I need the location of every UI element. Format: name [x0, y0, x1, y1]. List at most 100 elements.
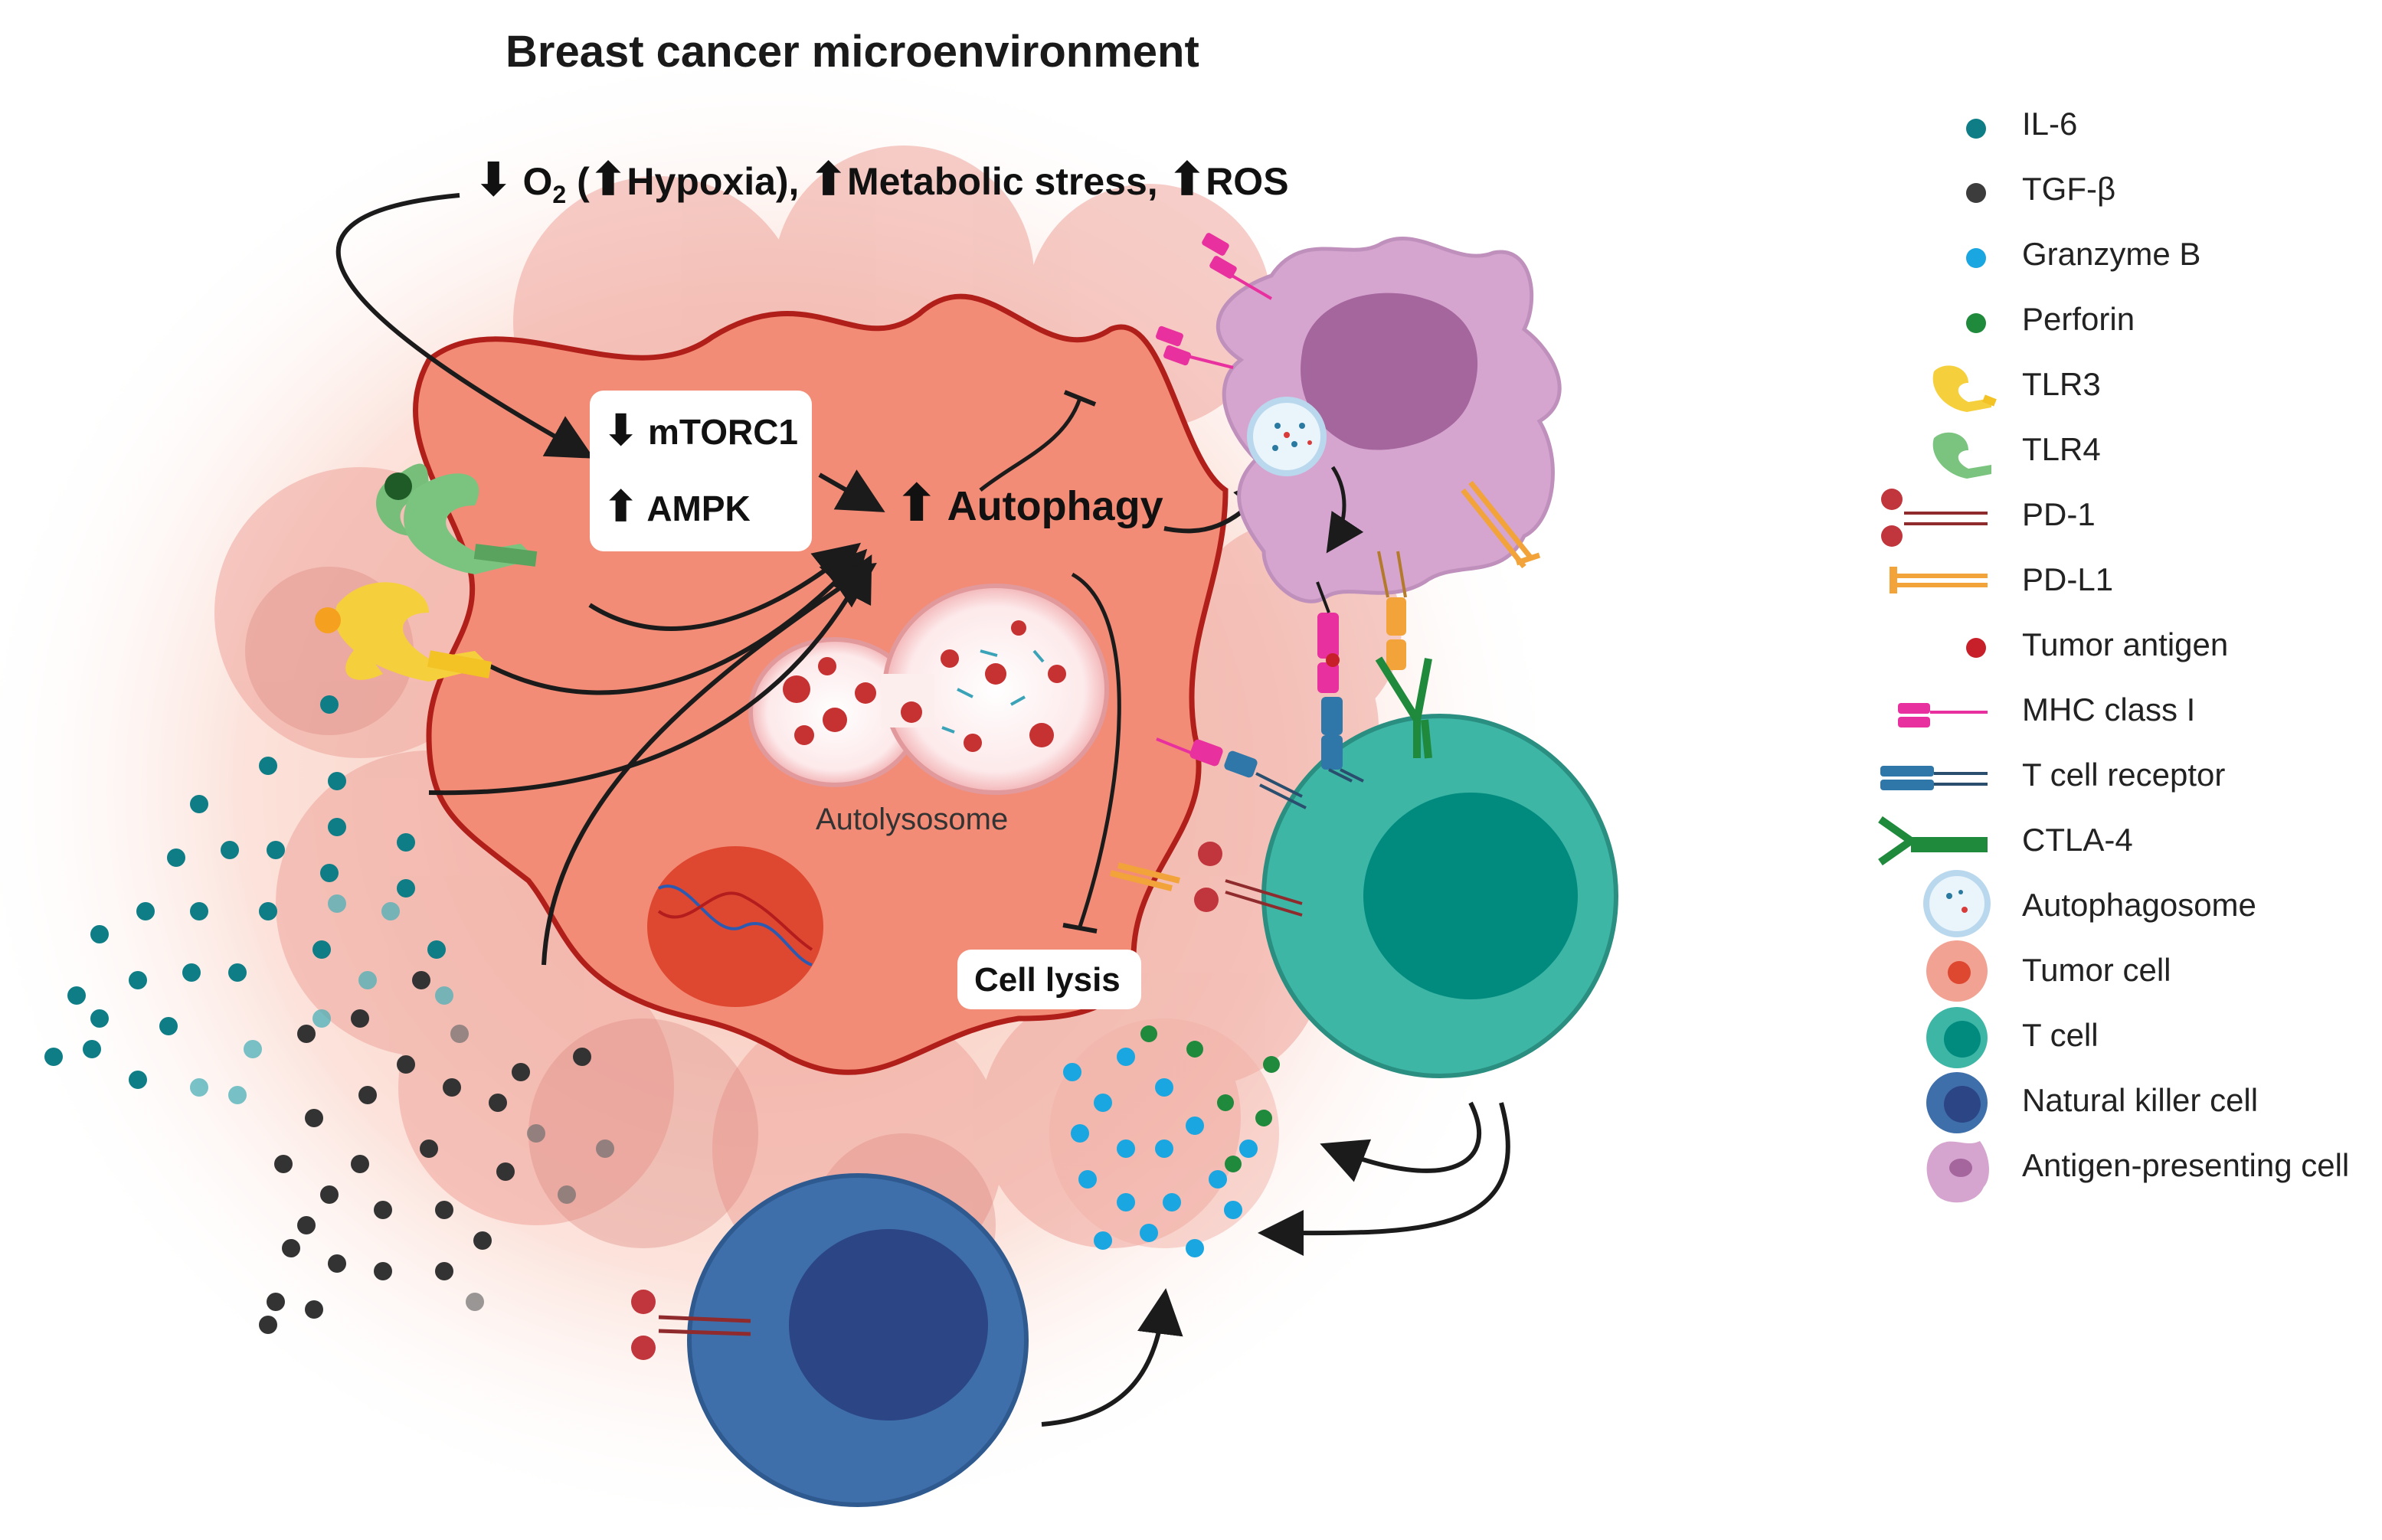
granzyme-dot-icon — [1966, 248, 1986, 268]
cell-lysis-box: Cell lysis — [957, 950, 1141, 1009]
legend-item: CTLA-4 — [1869, 808, 2382, 872]
legend-label: IL-6 — [2022, 106, 2078, 142]
up-arrow-icon: ⬆ — [604, 484, 639, 530]
pdl1-icon — [1890, 567, 1988, 593]
up-arrow-icon: ⬆ — [1168, 155, 1206, 204]
tlr3-receptor-icon — [315, 582, 492, 682]
down-arrow-icon: ⬇ — [475, 155, 512, 204]
legend-item: PD-1 — [1869, 482, 2382, 547]
down-arrow-icon: ⬇ — [604, 407, 639, 453]
autophagy-inhibits-lysis — [1071, 572, 1121, 927]
mhc-tcr-complex-icon — [1316, 581, 1364, 783]
tcr-icon — [1880, 766, 1988, 790]
legend-label: Granzyme B — [2022, 236, 2201, 272]
legend-label: PD-1 — [2022, 496, 2096, 532]
autophagy-label-group: ⬆ Autophagy — [896, 475, 1163, 532]
autolysosome-label: Autolysosome — [816, 803, 1009, 836]
tgfb-to-autophagy-arrow — [542, 562, 877, 966]
tgfb-particles — [259, 971, 591, 1334]
tumor-nucleus — [647, 846, 823, 1007]
legend-label: T cell — [2022, 1017, 2099, 1053]
legend-item: Granzyme B — [1869, 222, 2382, 286]
legend-item: Antigen-presenting cell — [1869, 1133, 2382, 1198]
ros-label: ROS — [1206, 160, 1289, 203]
il6-particles-faded — [190, 894, 453, 1104]
t-cell-icon — [1926, 1007, 1988, 1068]
legend-label: Perforin — [2022, 301, 2135, 337]
paren-open: ( — [577, 160, 590, 203]
il6-particles — [44, 695, 446, 1089]
legend-item: T cell — [1869, 1003, 2382, 1068]
legend-label: TLR3 — [2022, 366, 2101, 402]
il6-to-autophagy-arrow — [428, 554, 872, 796]
legend-item: TLR3 — [1869, 352, 2382, 417]
tlr3-to-autophagy-arrow — [489, 548, 868, 695]
tumor-pdl1-pd1-icon — [1110, 842, 1303, 917]
legend-item: T cell receptor — [1869, 743, 2382, 807]
antigen-presenting-cell — [1216, 236, 1562, 603]
legend-label: Antigen-presenting cell — [2022, 1147, 2350, 1183]
tcell-to-granzyme-arrow-1 — [1320, 1101, 1481, 1182]
autolysosome-organelle — [748, 584, 1109, 795]
legend-item: Autophagosome — [1869, 873, 2382, 937]
perforin-dot-icon — [1966, 313, 1986, 333]
legend-label: Natural killer cell — [2022, 1082, 2259, 1118]
up-arrow-icon: ⬆ — [810, 155, 847, 204]
legend-label: TGF-β — [2022, 171, 2116, 207]
tlr4-receptor-icon — [376, 463, 538, 574]
o2-label: O — [522, 160, 553, 203]
cell-lysis-label: Cell lysis — [974, 961, 1121, 999]
legend-label: Tumor antigen — [2022, 626, 2229, 662]
up-arrow-icon: ⬆ — [896, 476, 937, 531]
dna-helix-icon — [657, 884, 813, 966]
autophagy-label: Autophagy — [947, 483, 1163, 529]
tumor-antigen-icon — [1966, 638, 1986, 658]
tgfb-dot-icon — [1966, 183, 1986, 203]
legend-item: PD-L1 — [1869, 548, 2382, 612]
o2-subscript: 2 — [552, 181, 567, 208]
granzyme-perforin-cloud — [1049, 1018, 1280, 1257]
mhc-icon — [1898, 703, 1988, 727]
stress-to-signaling-arrow — [335, 193, 594, 459]
il6-dot-icon — [1966, 119, 1986, 139]
legend-label: TLR4 — [2022, 431, 2101, 467]
legend-label: CTLA-4 — [2022, 822, 2133, 858]
apc-icon — [1926, 1141, 1989, 1203]
stress-conditions: ⬇ O2 (⬆Hypoxia), ⬆Metabolic stress, ⬆ROS — [475, 153, 1289, 209]
perforin-particles — [1140, 1025, 1280, 1172]
metabolic-stress-label: Metabolic stress, — [846, 160, 1158, 203]
legend-label: T cell receptor — [2022, 757, 2226, 793]
up-arrow-icon: ⬆ — [589, 155, 627, 204]
tumor-mhc-tcr-icon — [1156, 737, 1307, 809]
legend-item: MHC class I — [1869, 678, 2382, 742]
legend-label: Tumor cell — [2022, 952, 2171, 988]
signaling-to-autophagy-arrow — [818, 469, 885, 512]
tlr3-icon — [1932, 365, 1997, 412]
nk-to-granzyme-arrow — [1041, 1288, 1183, 1427]
pdl1-on-apc-icon — [1461, 480, 1541, 569]
nk-pd1-icon — [631, 1290, 751, 1360]
legend-item: Natural killer cell — [1869, 1068, 2382, 1133]
pd1-icon — [1881, 489, 1988, 547]
autophagosome-icon — [1923, 870, 1991, 937]
legend-item: TLR4 — [1869, 417, 2382, 482]
pdl1-pd1-complex-icon — [1375, 551, 1432, 759]
tlr4-icon — [1932, 432, 1991, 479]
inhibit-bar-mhc — [1063, 390, 1097, 407]
legend-label: MHC class I — [2022, 692, 2196, 727]
autophagy-inhibits-mhc — [979, 397, 1082, 492]
ampk-label: AMPK — [646, 489, 751, 528]
inhibit-bar-lysis — [1062, 923, 1098, 933]
tgfb-particles-faded — [450, 1025, 614, 1311]
t-cell — [1261, 714, 1618, 1078]
tlr4-to-autophagy-arrow — [588, 542, 862, 631]
signaling-box: ⬇ mTORC1 ⬆ AMPK — [590, 391, 812, 551]
legend-item: IL-6 — [1869, 92, 2382, 156]
nk-cell-icon — [1926, 1072, 1988, 1133]
legend-label: PD-L1 — [2022, 561, 2114, 597]
tcell-to-granzyme-arrow-2 — [1258, 1102, 1510, 1257]
legend-item: Perforin — [1869, 287, 2382, 351]
tumor-cell-icon — [1926, 940, 1988, 1002]
